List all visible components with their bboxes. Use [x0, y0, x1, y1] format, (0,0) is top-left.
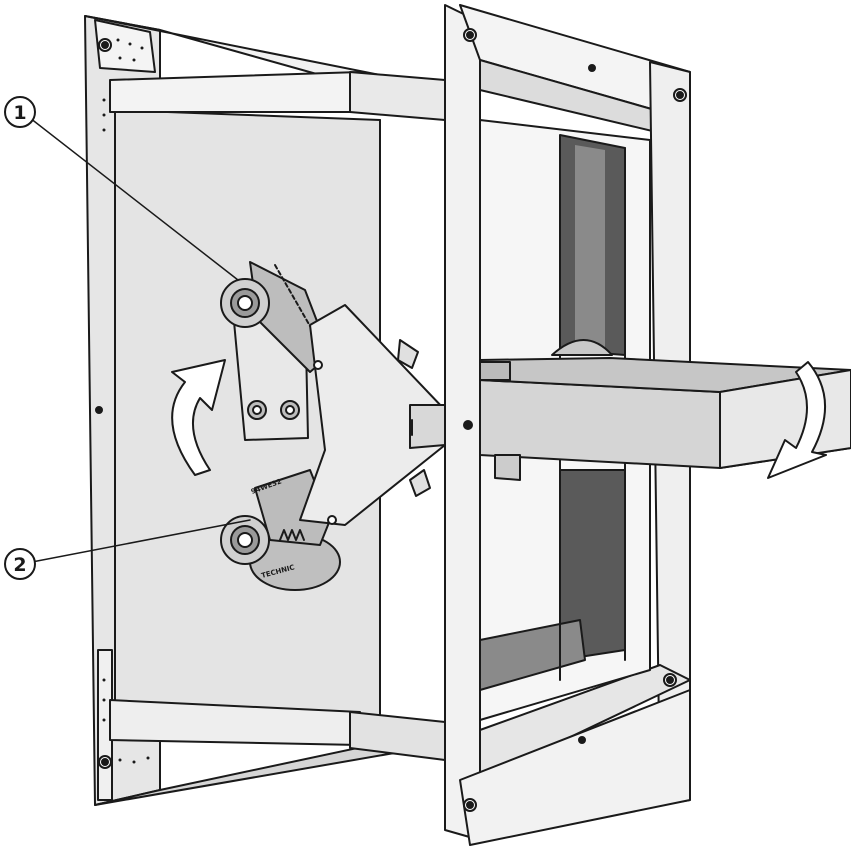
curved-arrow-up-icon: [171, 359, 226, 476]
release-mechanism: TECHNIC 94WE32: [220, 261, 446, 591]
callout-2-number: 2: [13, 554, 26, 576]
upper-spring-roller: [220, 278, 270, 328]
tension-spring: [279, 529, 305, 541]
callout-1: [4, 96, 239, 281]
curved-arrow-down-icon: [767, 361, 827, 479]
front-flange-frame: [444, 4, 691, 846]
lower-spring-roller: [220, 515, 270, 565]
callout-1-number: 1: [13, 102, 26, 124]
callout-2: [4, 519, 251, 580]
